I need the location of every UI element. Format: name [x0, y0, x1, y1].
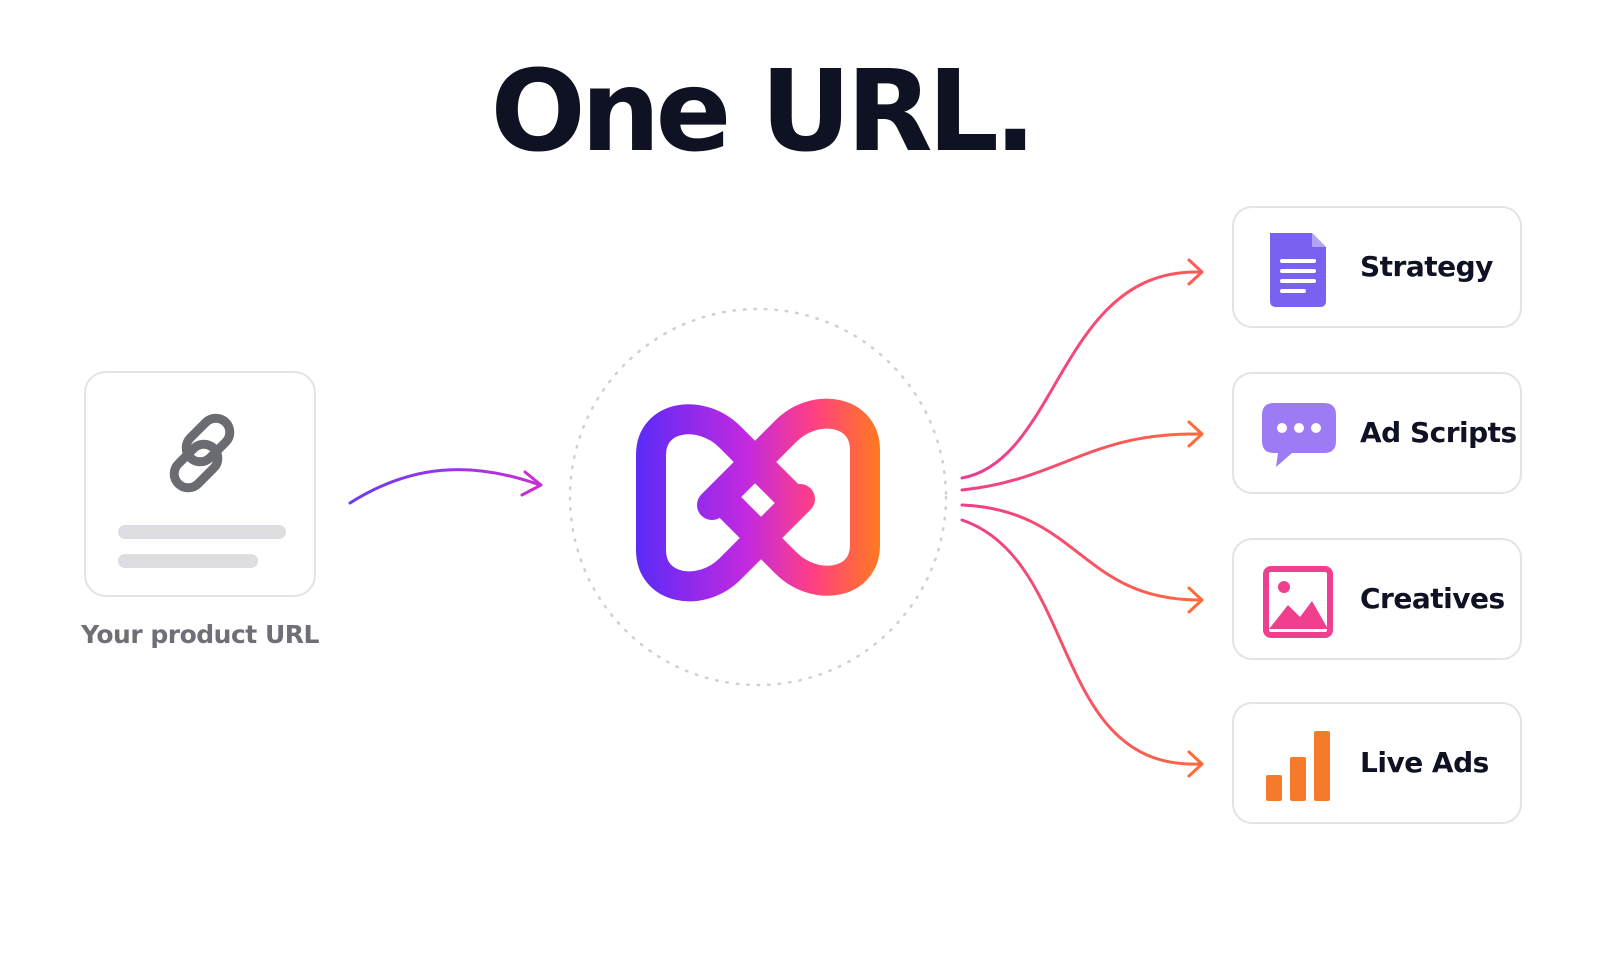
output-label: Strategy	[1360, 250, 1493, 283]
output-card-ad-scripts: Ad Scripts	[1232, 372, 1522, 494]
infinity-logo-icon	[636, 398, 880, 602]
source-caption: Your product URL	[81, 620, 319, 649]
input-arrowhead	[520, 470, 543, 497]
output-card-strategy: Strategy	[1232, 206, 1522, 328]
output-arrowhead-creatives	[1187, 586, 1204, 614]
source-url-card	[84, 371, 316, 597]
output-arrowhead-strategy	[1187, 258, 1204, 286]
output-arrowhead-live-ads	[1187, 750, 1204, 778]
image-icon	[1263, 566, 1333, 638]
url-placeholder-line	[118, 554, 258, 568]
chat-bubble-icon	[1262, 403, 1336, 467]
input-arrow	[348, 468, 542, 505]
document-icon	[1270, 233, 1326, 307]
output-card-creatives: Creatives	[1232, 538, 1522, 660]
page-title: One URL.	[490, 47, 1037, 177]
url-placeholder-line	[118, 525, 286, 539]
output-label: Live Ads	[1360, 746, 1489, 779]
output-label: Ad Scripts	[1360, 416, 1517, 449]
output-arrowhead-ad-scripts	[1187, 420, 1204, 448]
hub-ring	[568, 307, 948, 687]
output-arrow-ad-scripts	[960, 432, 1202, 492]
output-label: Creatives	[1360, 582, 1505, 615]
output-arrow-creatives	[960, 503, 1202, 602]
output-card-live-ads: Live Ads	[1232, 702, 1522, 824]
bar-chart-icon	[1266, 731, 1330, 801]
link-icon	[169, 413, 235, 493]
output-arrow-live-ads	[960, 518, 1202, 766]
output-arrow-strategy	[960, 270, 1202, 480]
